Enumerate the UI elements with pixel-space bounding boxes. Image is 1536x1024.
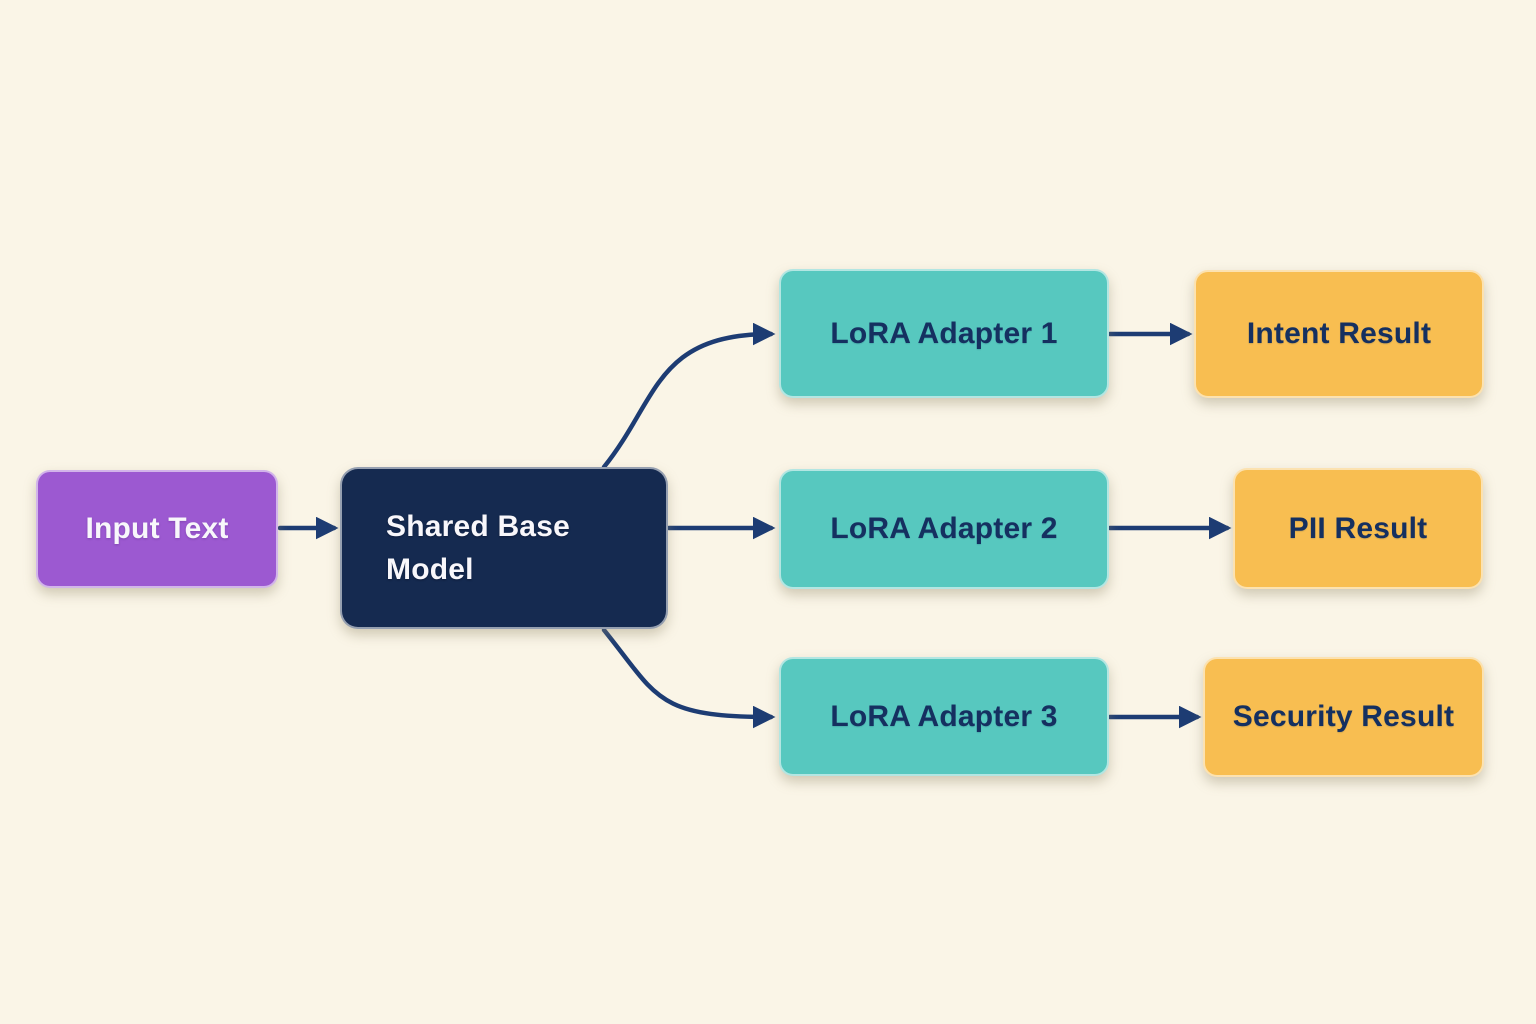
node-intent-result: Intent Result [1194,270,1484,398]
node-lora-adapter-2-label: LoRA Adapter 2 [830,512,1058,545]
node-security-result: Security Result [1203,657,1484,777]
node-lora-adapter-3: LoRA Adapter 3 [779,657,1109,776]
edge-base-to-adapter1 [601,322,776,470]
node-intent-result-label: Intent Result [1246,317,1432,350]
node-shared-base-model-label: Shared Base Model [386,509,570,587]
node-input-text: Input Text [36,470,278,588]
edge-base-to-adapter3 [601,627,776,729]
node-pii-result-label: PII Result [1288,511,1428,545]
node-lora-adapter-2: LoRA Adapter 2 [779,469,1109,589]
node-lora-adapter-1: LoRA Adapter 1 [779,269,1109,398]
node-security-result-label: Security Result [1232,700,1455,733]
node-lora-adapter-3-label: LoRA Adapter 3 [830,699,1058,733]
node-lora-adapter-1-label: LoRA Adapter 1 [830,316,1058,350]
node-input-text-label: Input Text [85,512,229,545]
node-pii-result: PII Result [1233,468,1483,589]
node-shared-base-model: Shared Base Model [340,467,668,629]
